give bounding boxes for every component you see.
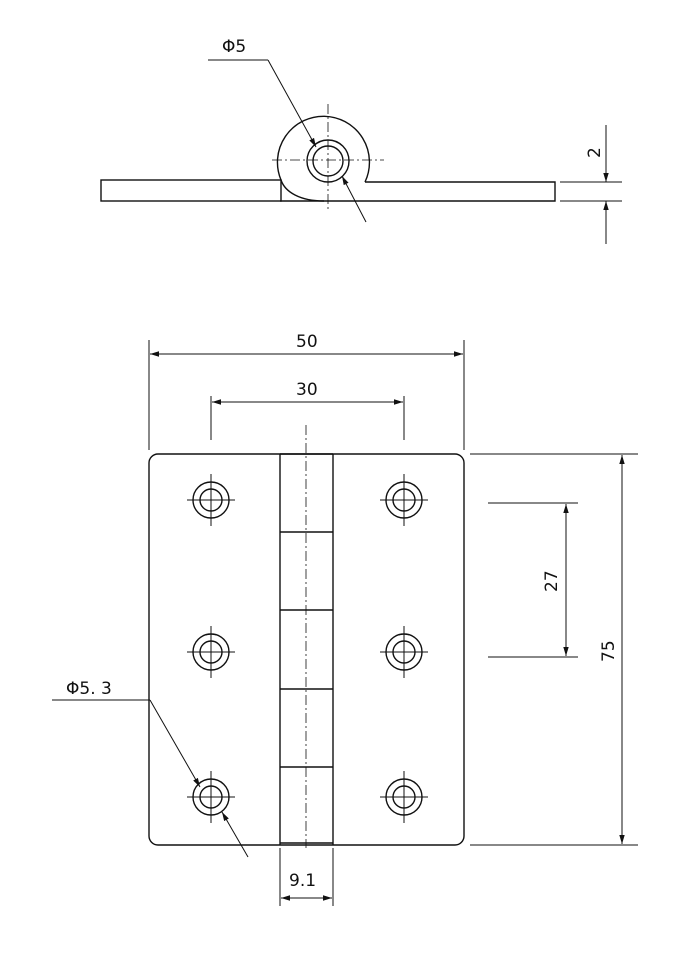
right-leaf-profile (280, 181, 556, 202)
hole-spacing-y-label: 27 (542, 570, 562, 592)
dimension-27: 27 (488, 502, 578, 658)
knuckle-outer (276, 115, 371, 183)
overall-width-label: 50 (296, 332, 318, 352)
mounting-hole (380, 626, 428, 678)
knuckle-width-label: 9.1 (289, 871, 316, 891)
hole-spacing-x-label: 30 (296, 380, 318, 400)
dimension-hole-diameter: Φ5. 3 (52, 679, 249, 858)
overall-height-label: 75 (599, 640, 619, 662)
mounting-hole (187, 771, 235, 823)
mounting-hole (187, 474, 235, 526)
mounting-hole (380, 771, 428, 823)
pin-diameter-leader (267, 59, 317, 148)
dimension-75: 75 (470, 453, 638, 846)
dimension-50: 50 (148, 332, 465, 450)
dimension-30: 30 (210, 380, 405, 440)
left-leaf-profile (100, 179, 282, 202)
dimension-9-1: 9.1 (279, 848, 334, 906)
mounting-hole (380, 474, 428, 526)
mounting-hole (187, 626, 235, 678)
front-view (148, 425, 465, 848)
side-view: Φ5 2 (100, 37, 622, 244)
hole-diameter-label: Φ5. 3 (66, 679, 112, 699)
thickness-label: 2 (585, 147, 605, 158)
pin-diameter-label: Φ5 (222, 37, 246, 57)
